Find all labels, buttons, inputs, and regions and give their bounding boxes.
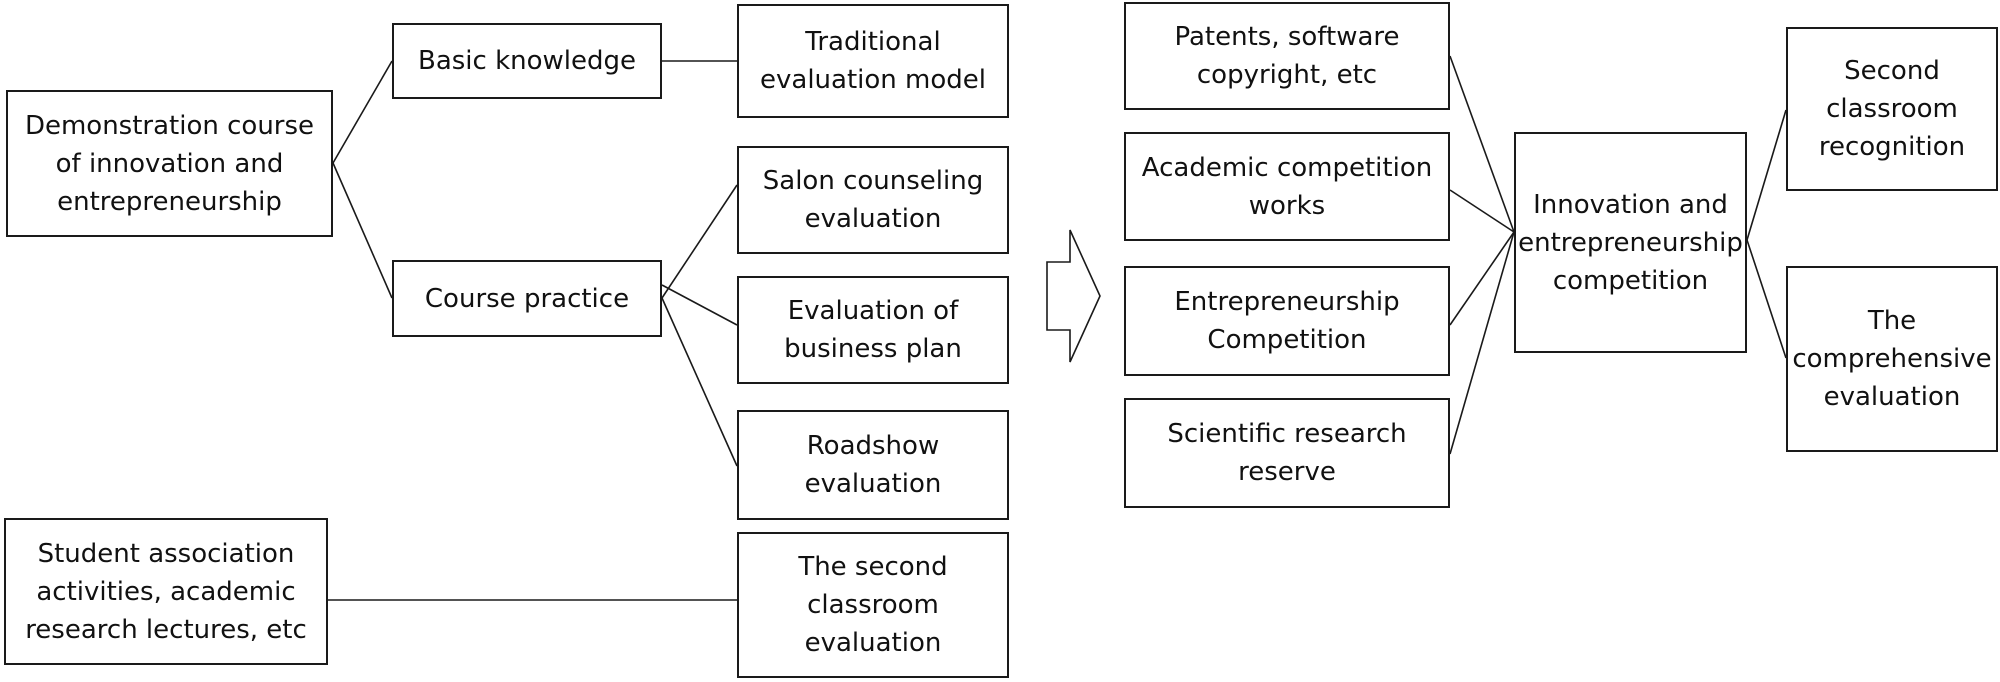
connector-innovation-to-recognition <box>1746 109 1787 241</box>
comprehensive-eval-label: The comprehensive evaluation <box>1792 306 1992 412</box>
traditional-eval-box: Traditional evaluation model <box>737 4 1009 118</box>
roadshow-eval-label: Roadshow evaluation <box>804 431 942 499</box>
salon-eval-box: Salon counseling evaluation <box>737 146 1009 254</box>
connector-research-to-innovation <box>1449 231 1515 455</box>
flow-arrow-icon <box>1046 229 1101 363</box>
course-practice-box: Course practice <box>392 260 662 337</box>
comprehensive-eval-box: The comprehensive evaluation <box>1786 266 1998 452</box>
connector-demo-to-practice <box>332 162 393 299</box>
second-recognition-box: Second classroom recognition <box>1786 27 1998 191</box>
connector-demo-to-basic <box>332 60 393 164</box>
entrepreneurship-comp-label: Entrepreneurship Competition <box>1174 287 1400 355</box>
research-reserve-box: Scientific research reserve <box>1124 398 1450 508</box>
connector-patents-to-innovation <box>1449 55 1515 233</box>
student-activities-label: Student association activities, academic… <box>25 538 307 645</box>
demo-course-box: Demonstration course of innovation and e… <box>6 90 333 237</box>
innovation-comp-label: Innovation and entrepreneurship competit… <box>1518 189 1743 296</box>
demo-course-label: Demonstration course of innovation and e… <box>24 110 315 217</box>
patents-box: Patents, software copyright, etc <box>1124 2 1450 110</box>
academic-works-label: Academic competition works <box>1141 152 1433 221</box>
course-practice-label: Course practice <box>424 283 630 314</box>
salon-eval-label: Salon counseling evaluation <box>762 166 984 234</box>
connector-entrepreneurship-to-innovation <box>1449 231 1515 326</box>
second-recognition-label: Second classroom recognition <box>1818 56 1966 162</box>
student-activities-box: Student association activities, academic… <box>4 518 328 665</box>
business-plan-eval-label: Evaluation of business plan <box>784 296 962 364</box>
connector-practice-to-roadshow <box>661 297 738 467</box>
research-reserve-label: Scientific research reserve <box>1167 419 1407 487</box>
second-classroom-eval-box: The second classroom evaluation <box>737 532 1009 678</box>
basic-knowledge-label: Basic knowledge <box>417 46 637 76</box>
second-classroom-eval-label: The second classroom evaluation <box>798 552 948 658</box>
connector-practice-to-business-plan <box>661 284 738 326</box>
connector-innovation-to-comprehensive <box>1746 239 1787 359</box>
connector-practice-to-salon <box>661 184 738 299</box>
traditional-eval-label: Traditional evaluation model <box>760 27 986 95</box>
roadshow-eval-box: Roadshow evaluation <box>737 410 1009 520</box>
innovation-comp-box: Innovation and entrepreneurship competit… <box>1514 132 1747 353</box>
basic-knowledge-box: Basic knowledge <box>392 23 662 99</box>
patents-label: Patents, software copyright, etc <box>1174 22 1400 90</box>
academic-works-box: Academic competition works <box>1124 132 1450 241</box>
connector-academic-to-innovation <box>1449 189 1515 233</box>
business-plan-eval-box: Evaluation of business plan <box>737 276 1009 384</box>
entrepreneurship-comp-box: Entrepreneurship Competition <box>1124 266 1450 376</box>
